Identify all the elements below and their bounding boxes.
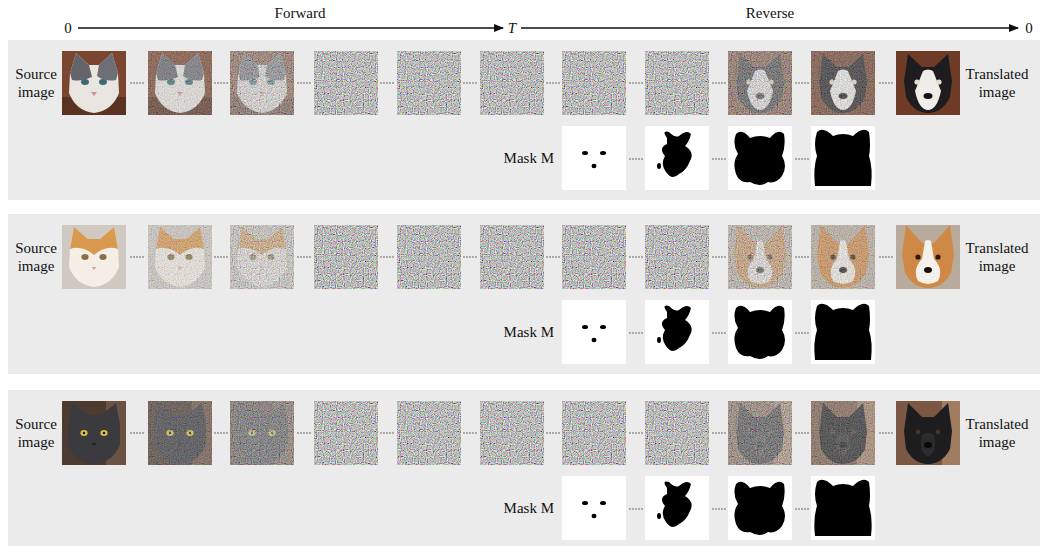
source-label: Source image bbox=[9, 415, 63, 451]
axis-midpoint: T bbox=[508, 19, 516, 37]
mask-label: Mask M bbox=[504, 323, 554, 341]
panel-band: Source image Translated imageMask M bbox=[8, 214, 1040, 374]
source-label: Source image bbox=[9, 239, 63, 275]
mask-label: Mask M bbox=[504, 149, 554, 167]
translated-label: Translated image bbox=[961, 239, 1033, 275]
axis-end: 0 bbox=[1025, 19, 1033, 37]
axis-label: Reverse bbox=[746, 4, 794, 22]
mask-label: Mask M bbox=[504, 499, 554, 517]
translated-label: Translated image bbox=[961, 415, 1033, 451]
panel-band: Source image Translated imageMask M bbox=[8, 390, 1040, 546]
panel-band: Source image Translated imageMask M bbox=[8, 40, 1040, 200]
axis-label: Forward bbox=[275, 4, 326, 22]
source-label: Source image bbox=[9, 65, 63, 101]
axis-start: 0 bbox=[64, 19, 72, 37]
translated-label: Translated image bbox=[961, 65, 1033, 101]
